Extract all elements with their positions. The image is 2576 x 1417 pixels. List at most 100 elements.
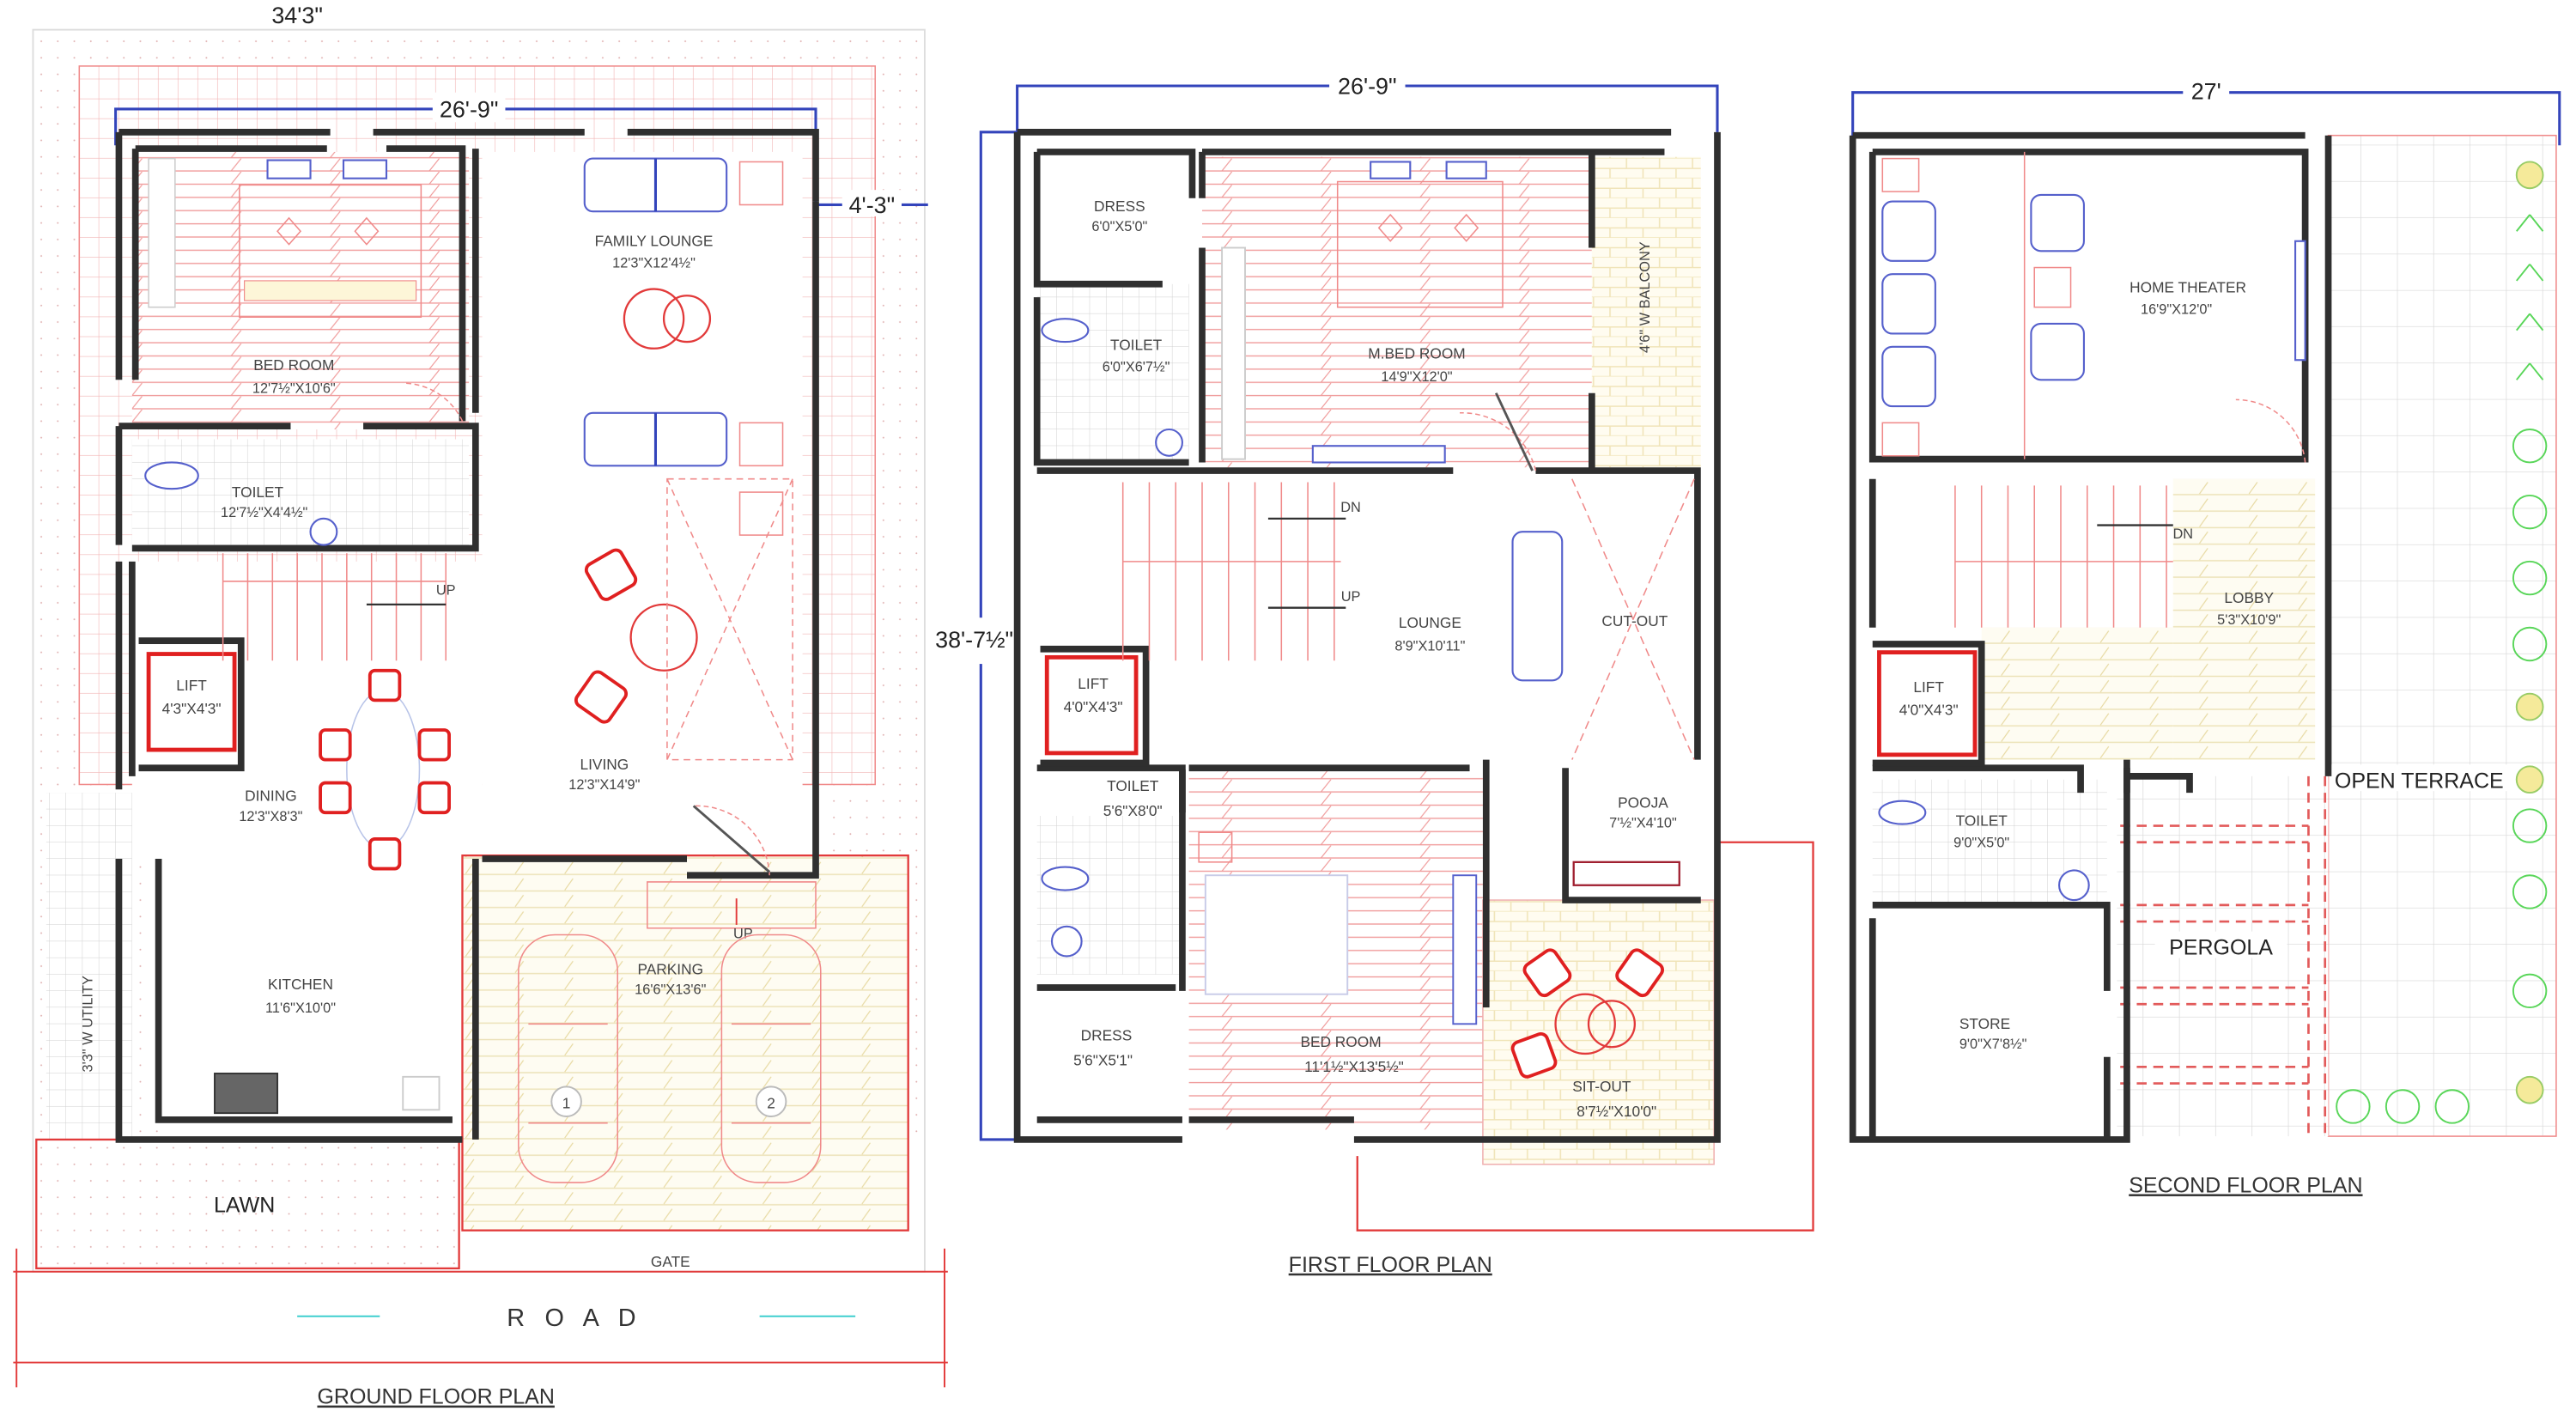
width-dimension: 27' [2191,78,2221,104]
balcony-label: 4'6" W BALCONY [1637,241,1653,353]
lawn-area [35,1138,460,1270]
car-1: 1 [518,934,618,1183]
room-name: TOILET [1956,812,2008,830]
bed [1204,874,1349,995]
pooja-altar [1572,861,1680,886]
room-size: 6'0"X5'0" [1091,219,1147,234]
cut-out-cross [1571,478,1695,760]
room-size: 4'3"X4'3" [162,700,222,717]
wardrobe [1452,874,1478,1025]
room-name: BED ROOM [253,356,334,374]
room-size: 11'1½"X13'5½" [1304,1058,1404,1075]
coffee-table [623,288,685,350]
room-name: PERGOLA [2169,936,2273,960]
depth-dimension: 38'-7½" [935,627,1013,653]
room-name: PARKING [637,961,703,978]
plan-title: GROUND FLOOR PLAN [317,1385,554,1409]
washbasin-icon [1155,428,1183,457]
room-size: 4'0"X4'3" [1064,698,1123,715]
room-name: LIFT [1078,675,1109,692]
width-dimension: 26'-9" [440,97,499,123]
room-size: 14'9"X12'0" [1381,369,1452,385]
entry-up-label: UP [733,926,753,941]
room-size: 5'6"X8'0" [1103,802,1163,819]
theater-seats [1881,157,2085,457]
armchair [574,670,629,724]
room-name: CUT-OUT [1601,612,1668,629]
room-name: LIVING [580,756,629,773]
car-number: 2 [767,1094,775,1111]
double-bed [1336,161,1504,308]
sit-out-set [1510,948,1664,1079]
room-size: 16'9"X12'0" [2141,301,2212,317]
utility-label: 3'3" W UTILITY [81,976,96,1072]
lift-shaft-walls [138,637,245,772]
room-size: 6'0"X6'7½" [1103,360,1170,375]
washbasin-icon [309,517,338,546]
stair-up-label: UP [1341,589,1361,605]
stove-icon [214,1073,279,1115]
room-size: 12'3"X8'3" [239,809,302,824]
ground-floor-plan: 34'3" 26'-9" 4'-3" UP [13,3,948,1409]
armchair [584,548,638,601]
lift-car [1877,650,1978,757]
tv-unit [1311,445,1446,464]
staircase: DN UP [1121,482,1361,661]
room-size: 9'0"X5'0" [1953,836,2009,851]
wardrobe [1221,246,1246,460]
room-name: LOUNGE [1399,614,1461,631]
room-name: KITCHEN [268,976,333,993]
room-size: 12'3"X12'4½" [612,256,696,271]
room-size: 4'0"X4'3" [1899,702,1959,719]
room-name: STORE [1959,1015,2010,1032]
room-name: BED ROOM [1300,1033,1381,1050]
room-size: 16'6"X13'6" [635,982,706,998]
stair-dn-label: DN [2173,526,2194,542]
projection-outline [1356,841,1814,1232]
setback-dimension: 4'-3" [849,192,896,218]
room-name: SIT-OUT [1572,1078,1631,1095]
room-name: LIFT [176,677,207,694]
open-terrace-area [2327,134,2557,1137]
room-name: DRESS [1081,1027,1133,1044]
car-number: 1 [562,1094,571,1111]
room-name: DINING [245,788,297,805]
room-size: 8'9"X10'11" [1394,639,1465,654]
plan-title: SECOND FLOOR PLAN [2129,1173,2362,1197]
lift-car [1044,654,1139,756]
gate-label: GATE [651,1253,690,1270]
lift-car [146,652,237,752]
wc-icon [1878,800,1927,825]
room-size: 11'6"X10'0" [265,1000,336,1016]
room-name: DRESS [1094,198,1145,215]
wc-icon [1041,318,1090,344]
plan-title: FIRST FLOOR PLAN [1289,1253,1492,1277]
room-size: 8'7½"X10'0" [1577,1103,1656,1120]
room-size: 12'7½"X4'4½" [221,505,308,520]
road-label: R O A D [507,1304,642,1332]
staircase: DN [1954,485,2194,628]
room-size: 12'7½"X10'6" [252,381,336,397]
sofa [1511,531,1564,682]
room-size: 9'0"X7'8½" [1959,1037,2027,1052]
room-size: 7'½"X4'10" [1609,815,1677,830]
room-size: 12'3"X14'9" [568,777,640,793]
wc-icon [144,461,199,490]
car-2: 2 [720,934,822,1183]
sink-icon [402,1075,440,1111]
main-door-swing [693,805,770,876]
room-name: HOME THEATER [2129,278,2246,295]
room-size: 5'3"X10'9" [2217,612,2281,628]
lawn-label: LAWN [214,1194,275,1218]
wall [118,129,819,202]
dining-set [319,668,451,871]
room-name: TOILET [232,483,284,501]
room-name: LOBBY [2224,589,2274,606]
plot-width-dimension: 34'3" [271,3,323,28]
wc-icon [1041,866,1090,891]
planters [2336,161,2548,1124]
screen [2294,240,2306,362]
wardrobe [148,157,176,308]
living-table [629,603,698,672]
